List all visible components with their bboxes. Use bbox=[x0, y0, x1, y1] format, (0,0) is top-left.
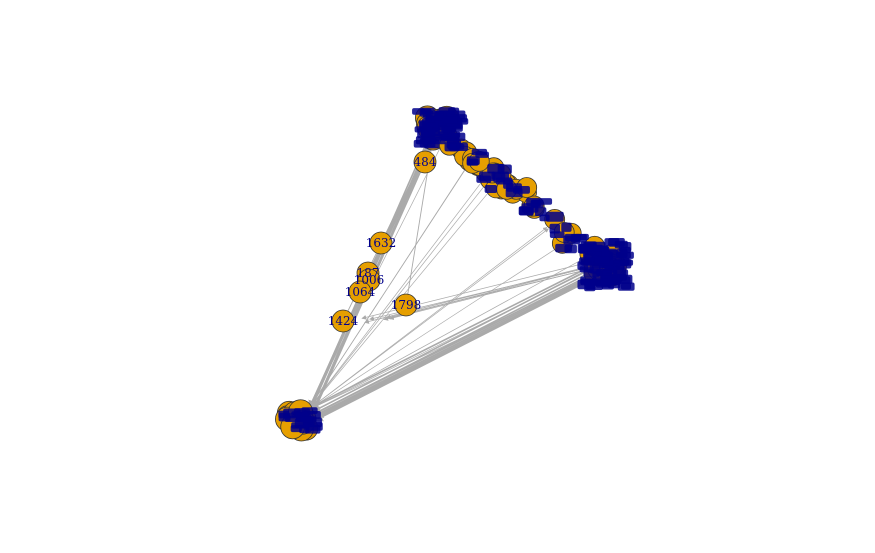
dense-label-mark bbox=[564, 244, 577, 254]
node-label-484: 484 bbox=[414, 155, 437, 169]
dense-label-mark bbox=[438, 126, 452, 137]
edge-layer bbox=[304, 123, 613, 422]
edge-bundle bbox=[313, 268, 613, 422]
dense-label-mark bbox=[549, 231, 565, 239]
edge-fan bbox=[307, 271, 602, 411]
dense-label-mark bbox=[618, 251, 631, 259]
edge-fan bbox=[383, 265, 596, 321]
node-label-1064: 1064 bbox=[345, 285, 376, 299]
edge-fan bbox=[307, 227, 548, 411]
dense-label-mark bbox=[549, 223, 560, 234]
dense-label-mark bbox=[429, 126, 440, 136]
edge-fan bbox=[307, 176, 486, 411]
dense-label-mark bbox=[497, 164, 512, 174]
dense-label-mark bbox=[539, 214, 550, 222]
edge-fan bbox=[389, 267, 596, 320]
edge-bundle bbox=[305, 260, 601, 411]
dense-label-mark bbox=[583, 268, 601, 277]
edge-bundle bbox=[304, 259, 607, 417]
dense-label-mark bbox=[503, 179, 514, 189]
dense-label-mark bbox=[278, 412, 291, 422]
edge-fan bbox=[307, 242, 566, 411]
dense-label-mark bbox=[475, 151, 489, 158]
dense-label-mark bbox=[519, 206, 534, 216]
node-layer bbox=[275, 105, 627, 442]
node-1424 bbox=[331, 309, 355, 333]
dense-label-mark bbox=[442, 116, 458, 124]
dense-label-mark bbox=[620, 246, 631, 254]
edge-bundle bbox=[313, 268, 609, 419]
dense-label-mark bbox=[601, 248, 618, 257]
dense-label-mark bbox=[594, 256, 610, 264]
dense-label-mark bbox=[305, 422, 323, 431]
dense-label-mark bbox=[578, 243, 593, 252]
dense-label-mark bbox=[596, 268, 613, 276]
dense-label-mark bbox=[600, 275, 618, 286]
dense-label-mark bbox=[505, 188, 523, 198]
dense-label-mark bbox=[479, 171, 496, 182]
node-label-1798: 1798 bbox=[391, 298, 422, 312]
dense-label-mark bbox=[545, 211, 564, 222]
edge-fan bbox=[307, 257, 585, 411]
edge-fan bbox=[307, 179, 490, 411]
dense-label-mark bbox=[534, 207, 547, 217]
edge-bundle bbox=[307, 262, 609, 418]
node-label-187: 187 bbox=[357, 266, 380, 280]
dense-label-mark bbox=[620, 283, 631, 290]
node-label-1632: 1632 bbox=[366, 236, 397, 250]
dense-label-mark bbox=[493, 172, 506, 183]
node-1064 bbox=[348, 280, 372, 304]
dense-label-mark bbox=[447, 143, 465, 150]
dense-label-mark bbox=[484, 185, 498, 193]
dense-label-mark bbox=[574, 233, 589, 241]
node-1632 bbox=[369, 231, 393, 255]
dense-label-mark bbox=[577, 279, 596, 290]
dense-label-mark bbox=[420, 107, 435, 114]
dense-label-mark bbox=[561, 222, 572, 232]
dense-label-mark bbox=[300, 416, 317, 423]
edge-fan bbox=[307, 163, 470, 411]
node-label-1006: 1006 bbox=[354, 273, 385, 287]
dense-label-mark bbox=[466, 156, 480, 166]
dense-label-mark bbox=[619, 259, 634, 266]
node-1798 bbox=[394, 293, 418, 317]
dense-label-mark bbox=[413, 139, 429, 148]
node-label-1424: 1424 bbox=[328, 314, 359, 328]
dense-label-mark bbox=[293, 408, 310, 417]
node-484 bbox=[413, 150, 437, 174]
edge-fan bbox=[307, 266, 597, 411]
